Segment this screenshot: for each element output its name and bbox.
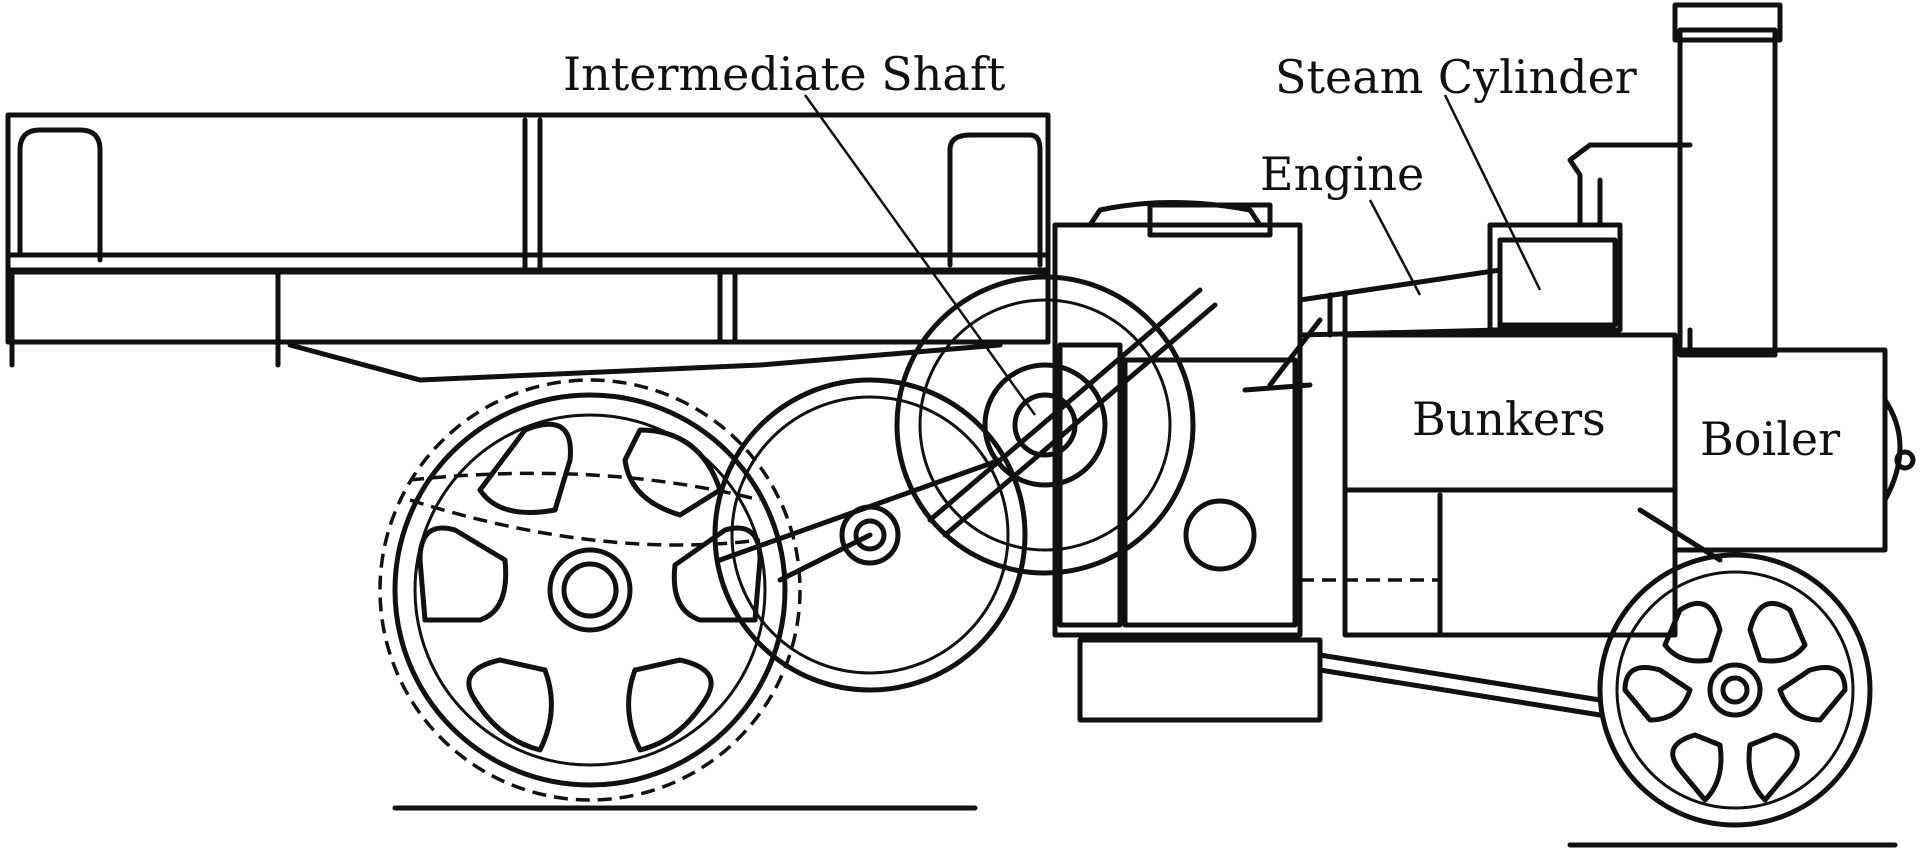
boiler-box <box>1672 347 1916 553</box>
flywheel <box>712 377 1028 693</box>
engine <box>1242 267 1503 393</box>
leader-lines <box>803 94 1542 416</box>
steam-cylinder <box>1487 142 1693 333</box>
label-intermediate-shaft: Intermediate Shaft <box>563 47 1006 101</box>
bunkers-box <box>1300 332 1678 638</box>
smokestack <box>1672 2 1783 358</box>
rear-drive-wheel <box>378 378 802 802</box>
label-boiler: Boiler <box>1700 412 1840 466</box>
front-wheel <box>1317 507 1873 828</box>
intermediate-shaft-gear <box>894 274 1218 576</box>
cargo-platform <box>5 112 1051 383</box>
label-engine: Engine <box>1260 147 1424 201</box>
label-bunkers: Bunkers <box>1412 392 1606 446</box>
ground-lines <box>392 805 1898 848</box>
label-steam-cylinder: Steam Cylinder <box>1275 50 1637 104</box>
engine-housing <box>1052 200 1323 723</box>
